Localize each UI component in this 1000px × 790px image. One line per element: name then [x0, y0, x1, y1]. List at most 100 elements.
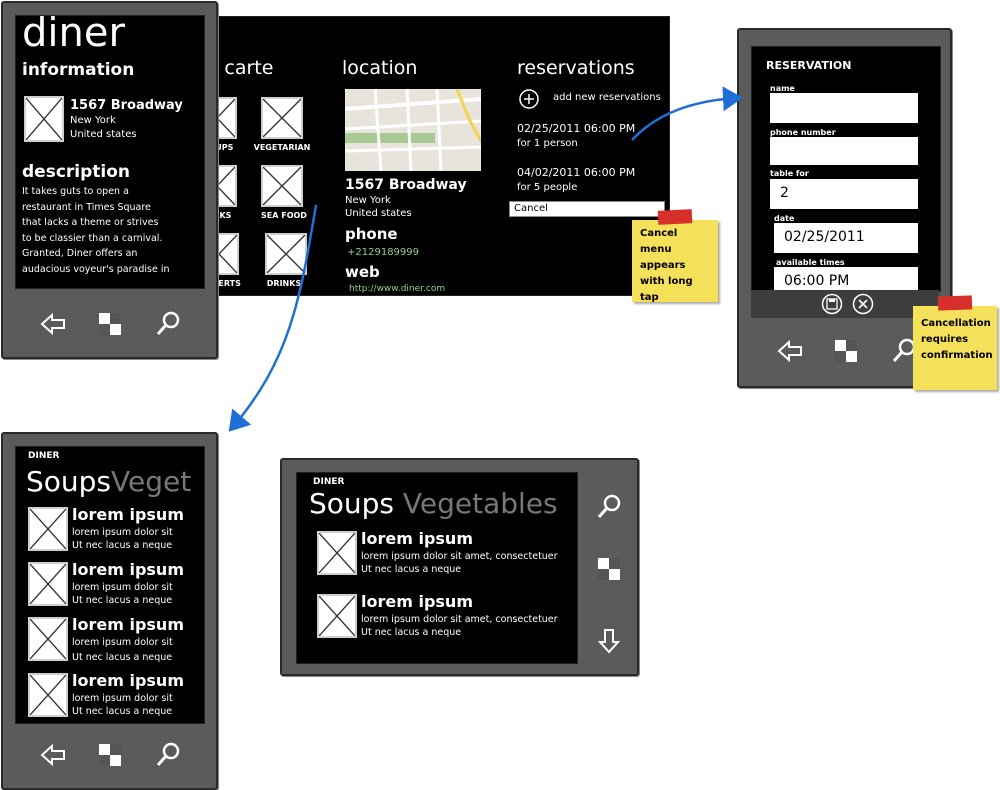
save-button[interactable]: [821, 293, 843, 315]
cancel-context-menu[interactable]: Cancel: [509, 201, 665, 217]
menu-landscape-screen: DINER Soups Vegetables lorem ipsum lorem…: [296, 472, 578, 664]
phone-heading: phone: [345, 225, 398, 243]
phone-menu-portrait: DINER SoupsVeget lorem ipsum lorem ipsum…: [1, 432, 218, 790]
table-for-field[interactable]: 2: [770, 179, 918, 209]
reservation-1-date[interactable]: 02/25/2011 06:00 PM: [517, 122, 636, 135]
add-reservation-icon[interactable]: [519, 89, 539, 109]
info-image-placeholder: [24, 96, 64, 142]
alacarte-heading-text: á carte: [206, 57, 274, 79]
menu-label-soups: SOUPS: [202, 143, 234, 152]
reservation-2-date[interactable]: 04/02/2011 06:00 PM: [517, 166, 636, 179]
menu-label-vegetarian: VEGETARIAN: [253, 143, 311, 152]
phone-link[interactable]: +2129189999: [347, 247, 420, 258]
map-graphic: [345, 89, 481, 171]
reservation-1-people: for 1 person: [517, 138, 578, 149]
cancel-button[interactable]: [852, 293, 874, 315]
item-line1: lorem ipsum dolor sit: [72, 527, 173, 538]
save-icon: [821, 293, 843, 315]
search-button[interactable]: [594, 492, 624, 522]
item-line2: Ut nec lacus a neque: [72, 595, 173, 606]
item-title: lorem ipsum: [72, 671, 184, 690]
app-label: DINER: [28, 451, 60, 461]
info-screen: diner information 1567 Broadway New York…: [15, 15, 205, 289]
item-title: lorem ipsum: [72, 615, 184, 634]
item-image-placeholder: [317, 531, 357, 575]
menu-label-drinks: DRINKS: [266, 279, 302, 288]
menu-label-desserts: DESSERTS: [196, 279, 241, 288]
back-button[interactable]: [38, 740, 68, 770]
item-title: lorem ipsum: [72, 505, 184, 524]
location-address2: New York: [345, 195, 391, 206]
sticky-note-confirmation: Cancellation requires confirmation: [913, 306, 997, 390]
windows-logo-icon: [99, 744, 121, 766]
item-title: lorem ipsum: [72, 560, 184, 579]
add-reservation-link[interactable]: add new reservations: [553, 92, 661, 103]
sticky-note-cancel-text: Cancel menu appears with long tap: [640, 228, 693, 303]
windows-logo-icon: [598, 558, 620, 580]
location-address1: 1567 Broadway: [345, 177, 467, 193]
search-icon: [597, 494, 621, 518]
list-item[interactable]: lorem ipsum lorem ipsum dolor sit amet, …: [297, 529, 577, 587]
start-button[interactable]: [95, 309, 125, 339]
info-address1: 1567 Broadway: [70, 98, 183, 113]
search-button[interactable]: [153, 309, 183, 339]
name-field[interactable]: [770, 93, 918, 123]
list-item[interactable]: lorem ipsum lorem ipsum dolor sit Ut nec…: [16, 615, 204, 671]
item-image-placeholder: [28, 507, 68, 551]
back-arrow-icon: [40, 312, 65, 336]
table-for-label: table for: [770, 169, 809, 178]
search-button[interactable]: [153, 740, 183, 770]
item-image-placeholder: [28, 617, 68, 661]
web-link[interactable]: http://www.diner.com: [349, 284, 446, 294]
sticky-note-cancel: Cancel menu appears with long tap: [632, 220, 718, 303]
back-button[interactable]: [38, 309, 68, 339]
pivot-active[interactable]: Soups: [26, 465, 112, 498]
location-map[interactable]: [345, 89, 481, 171]
windows-logo-icon: [835, 340, 857, 362]
start-button[interactable]: [594, 554, 624, 584]
reservation-title: RESERVATION: [766, 59, 852, 72]
date-field[interactable]: 02/25/2011: [774, 223, 918, 253]
menu-tile-seafood[interactable]: [261, 165, 303, 207]
info-address3: United states: [70, 129, 137, 140]
menu-portrait-screen: DINER SoupsVeget lorem ipsum lorem ipsum…: [15, 446, 205, 724]
pivot-active[interactable]: Soups: [309, 487, 395, 520]
list-item[interactable]: lorem ipsum lorem ipsum dolor sit Ut nec…: [16, 560, 204, 616]
list-item[interactable]: lorem ipsum lorem ipsum dolor sit Ut nec…: [16, 505, 204, 561]
item-title: lorem ipsum: [361, 592, 473, 611]
start-button[interactable]: [831, 336, 861, 366]
available-times-field[interactable]: 06:00 PM: [774, 267, 918, 291]
pivot-header: SoupsVeget: [26, 465, 191, 498]
arrow-to-menu-list: [228, 204, 318, 432]
menu-tile-drinks[interactable]: [265, 233, 307, 275]
info-heading: information: [22, 60, 135, 80]
back-arrow-down-icon: [597, 629, 621, 654]
pivot-next[interactable]: Vegetables: [402, 487, 558, 520]
item-image-placeholder: [28, 673, 68, 717]
item-line1: lorem ipsum dolor sit amet, consectetuer: [361, 551, 558, 562]
item-line1: lorem ipsum dolor sit: [72, 582, 173, 593]
info-address2: New York: [70, 115, 116, 126]
back-button[interactable]: [594, 626, 624, 656]
description-line: It takes guts to open a: [22, 186, 129, 197]
search-icon: [156, 311, 180, 335]
item-image-placeholder: [317, 594, 357, 638]
description-line: to be classier than a carnival.: [22, 232, 163, 244]
pivot-next[interactable]: Veget: [111, 465, 192, 498]
item-line1: lorem ipsum dolor sit amet, consectetuer: [361, 614, 558, 625]
item-line2: Ut nec lacus a neque: [72, 652, 173, 663]
list-item[interactable]: lorem ipsum lorem ipsum dolor sit amet, …: [297, 592, 577, 650]
sticky-note-confirmation-text: Cancellation requires confirmation: [921, 318, 993, 361]
phone-info: diner information 1567 Broadway New York…: [1, 1, 218, 359]
back-button[interactable]: [775, 336, 805, 366]
item-line2: Ut nec lacus a neque: [361, 564, 462, 575]
phone-number-field[interactable]: [770, 137, 918, 165]
description-line: audacious voyeur's paradise in: [22, 263, 170, 275]
pivot-header: Soups Vegetables: [309, 487, 558, 520]
search-icon: [156, 742, 180, 766]
menu-tile-vegetarian[interactable]: [261, 97, 303, 139]
start-button[interactable]: [95, 740, 125, 770]
list-item[interactable]: lorem ipsum lorem ipsum dolor sit Ut nec…: [16, 671, 204, 723]
reservation-app-bar: [751, 290, 939, 318]
phone-menu-landscape: DINER Soups Vegetables lorem ipsum lorem…: [280, 458, 639, 676]
